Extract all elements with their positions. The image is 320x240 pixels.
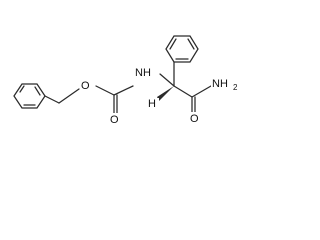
- molecule-diagram: O NH O H NH 2 O: [13, 35, 244, 127]
- benzyl-linker-bonds: [44, 88, 80, 104]
- alpha-hydrogen-label: H: [148, 98, 156, 110]
- benzyl-phenyl-ring: [13, 83, 46, 109]
- chemical-structure-canvas: O NH O H NH 2 O: [0, 0, 263, 138]
- carbamate-bonds: [95, 73, 175, 114]
- amine-label: NH: [135, 67, 151, 79]
- stereocenter-bonds: [157, 86, 174, 101]
- atom-labels: O NH O H NH 2 O: [80, 66, 244, 127]
- alpha-phenyl-ring: [165, 35, 199, 87]
- carbonyl-oxygen-label: O: [110, 114, 119, 126]
- amide-nh-label: NH: [212, 78, 228, 90]
- amide-oxygen-label: O: [190, 113, 199, 125]
- amide-subscript-label: 2: [233, 83, 238, 92]
- amide-bonds: [173, 85, 212, 113]
- ester-oxygen-label: O: [81, 80, 90, 92]
